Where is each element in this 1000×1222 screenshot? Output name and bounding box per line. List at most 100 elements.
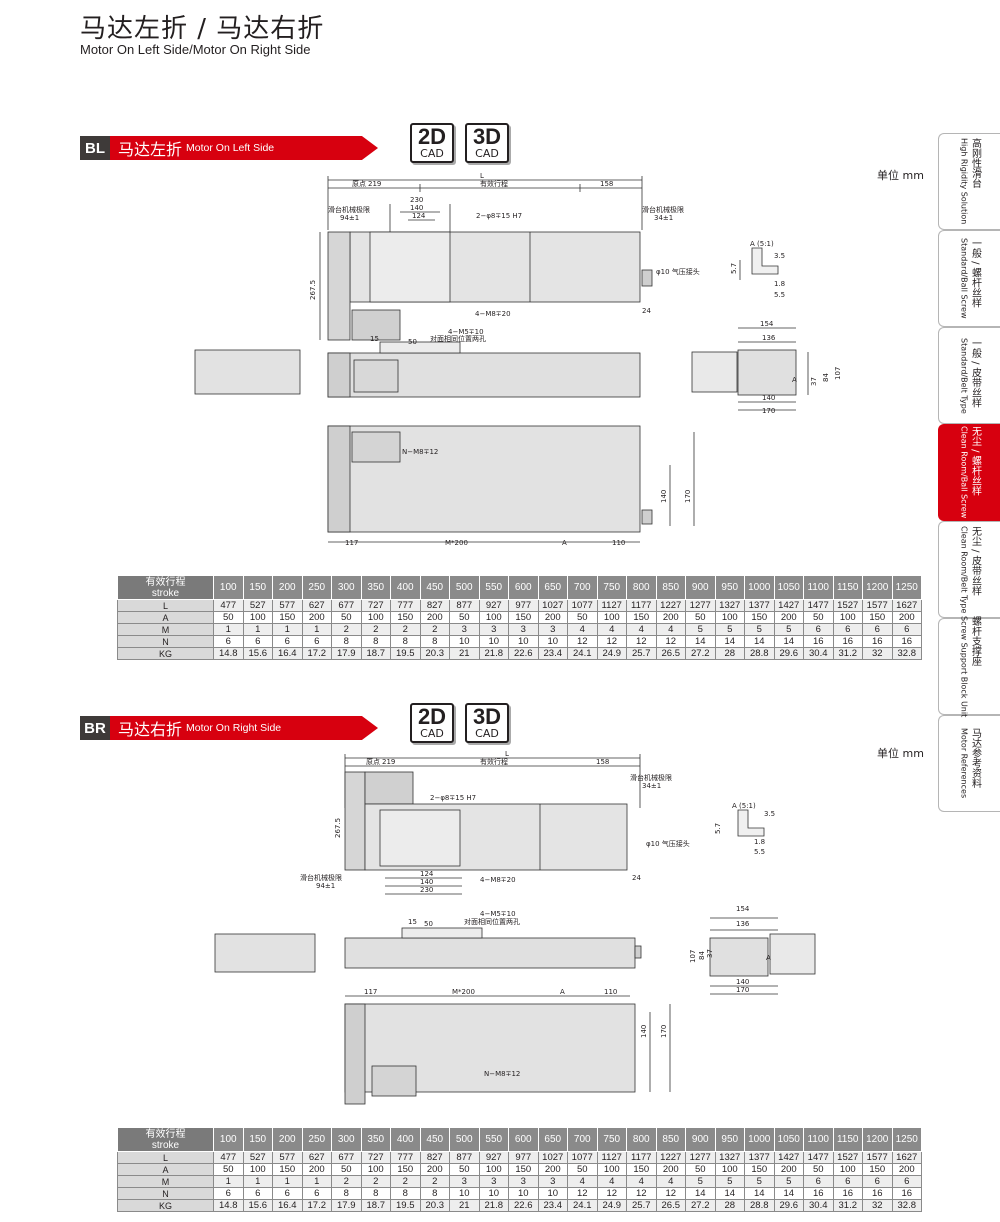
table-cell: 5 bbox=[744, 1175, 775, 1188]
table-cell: 22.6 bbox=[508, 1199, 539, 1212]
table-cell: 32 bbox=[862, 647, 893, 660]
table-cell: 6 bbox=[301, 1187, 332, 1200]
mech-limit-left: 滑台机械极限 bbox=[300, 873, 342, 882]
table-cell: 24.1 bbox=[567, 647, 598, 660]
table-cell: 31.2 bbox=[832, 647, 863, 660]
table-cell: 6 bbox=[301, 635, 332, 648]
table-cell: 200 bbox=[655, 1163, 686, 1176]
table-cell: 8 bbox=[360, 1187, 391, 1200]
detail-a: A (5:1) bbox=[750, 240, 774, 248]
table-cell: 16 bbox=[862, 635, 893, 648]
limit-right: 34±1 bbox=[642, 782, 661, 790]
table-cell: 25.7 bbox=[626, 1199, 657, 1212]
dim-57: 5.7 bbox=[714, 823, 722, 834]
table-cell: 32.8 bbox=[891, 1199, 922, 1212]
table-cell: 100 bbox=[832, 1163, 863, 1176]
stroke-value: 500 bbox=[449, 1127, 480, 1152]
table-cell: 5 bbox=[773, 623, 804, 636]
table-cell: 12 bbox=[596, 635, 627, 648]
table-cell: 3 bbox=[508, 623, 539, 636]
table-cell: 12 bbox=[626, 635, 657, 648]
dim-57: 5.7 bbox=[730, 263, 738, 274]
table-cell: 8 bbox=[390, 635, 421, 648]
table-cell: 1 bbox=[272, 623, 303, 636]
table-cell: 150 bbox=[272, 611, 303, 624]
table-cell: 1 bbox=[301, 1175, 332, 1188]
dim-107: 107 bbox=[834, 367, 842, 380]
table-cell: 100 bbox=[242, 1163, 273, 1176]
section-title-cn: 马达左折 bbox=[118, 140, 183, 159]
table-cell: 50 bbox=[449, 611, 480, 624]
stroke-value: 950 bbox=[714, 1127, 745, 1152]
dim-15: 15 bbox=[370, 335, 379, 343]
dim-84: 84 bbox=[698, 951, 706, 960]
table-cell: 10 bbox=[508, 1187, 539, 1200]
table-cell: 16 bbox=[832, 1187, 863, 1200]
dim-l: L bbox=[480, 172, 484, 180]
mech-limit-left: 滑台机械极限 bbox=[328, 205, 370, 214]
table-cell: 18.7 bbox=[360, 647, 391, 660]
table-cell: 14 bbox=[744, 1187, 775, 1200]
table-cell: 6 bbox=[213, 1187, 244, 1200]
stroke-value: 1150 bbox=[832, 1127, 863, 1152]
stroke-value: 1100 bbox=[803, 1127, 834, 1152]
table-cell: 24.1 bbox=[567, 1199, 598, 1212]
table-cell: 200 bbox=[419, 1163, 450, 1176]
table-cell: 21.8 bbox=[478, 1199, 509, 1212]
stroke-value: 100 bbox=[213, 1127, 244, 1152]
table-cell: 12 bbox=[567, 1187, 598, 1200]
table-cell: 4 bbox=[567, 1175, 598, 1188]
table-cell: 32 bbox=[862, 1199, 893, 1212]
stroke-value: 250 bbox=[301, 1127, 332, 1152]
table-cell: 14 bbox=[744, 635, 775, 648]
dim-50: 50 bbox=[424, 920, 433, 928]
table-cell: 1627 bbox=[891, 1151, 922, 1164]
table-cell: 577 bbox=[272, 1151, 303, 1164]
table-cell: 5 bbox=[685, 1175, 716, 1188]
table-cell: 527 bbox=[242, 1151, 273, 1164]
dim-a: A bbox=[562, 539, 567, 547]
table-cell: 3 bbox=[449, 623, 480, 636]
dim-110: 110 bbox=[604, 988, 617, 996]
pin-callout: 2−φ8∓15 H7 bbox=[430, 794, 476, 802]
table-cell: 727 bbox=[360, 1151, 391, 1164]
dim-24: 24 bbox=[642, 307, 651, 315]
table-cell: 24.9 bbox=[596, 1199, 627, 1212]
dim-18: 1.8 bbox=[774, 280, 785, 288]
dim-154: 154 bbox=[760, 320, 774, 328]
stroke-value: 1250 bbox=[891, 1127, 922, 1152]
stroke-value: 300 bbox=[331, 575, 362, 600]
table-cell: 31.2 bbox=[832, 1199, 863, 1212]
stroke-value: 1150 bbox=[832, 575, 863, 600]
table-cell: 30.4 bbox=[803, 647, 834, 660]
tap-nm: N−M8∓12 bbox=[484, 1070, 520, 1078]
section-code: BR bbox=[80, 716, 110, 740]
table-cell: 200 bbox=[655, 611, 686, 624]
table-cell: 150 bbox=[390, 611, 421, 624]
stroke-value: 200 bbox=[272, 575, 303, 600]
dim-35: 3.5 bbox=[774, 252, 785, 260]
dim-a: A bbox=[560, 988, 565, 996]
table-cell: 100 bbox=[714, 611, 745, 624]
dim-140c: 140 bbox=[660, 490, 668, 503]
table-cell: 1577 bbox=[862, 1151, 893, 1164]
